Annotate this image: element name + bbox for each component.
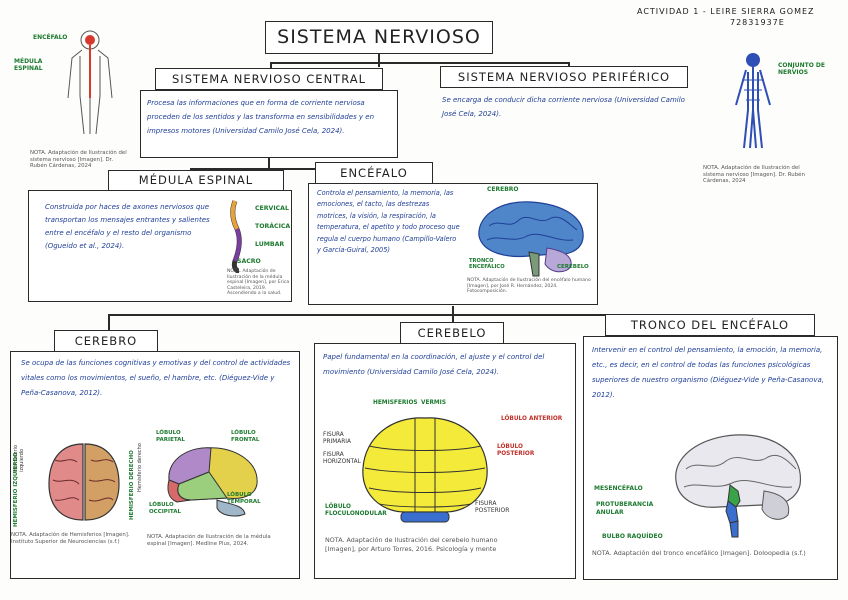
cerebro-note-2: NOTA. Adaptación de Ilustración de la mé… — [147, 534, 271, 547]
tronco-bulbo-label: BULBO RAQUÍDEO — [602, 533, 663, 540]
encefalo-label-cerebro: CEREBRO — [487, 186, 519, 193]
cerebellum-figure — [362, 417, 488, 523]
cerebro-text: Se ocupa de las funciones cognitivas y e… — [21, 359, 291, 397]
cerebro-title: CEREBRO — [54, 330, 158, 352]
connector — [270, 62, 570, 64]
cerebelo-text: Papel fundamental en la coordinación, el… — [323, 353, 545, 376]
human-pns-figure — [735, 53, 771, 149]
cerebelo-vermis-label: VERMIS — [421, 400, 447, 406]
cerebelo-hemisferios-label: HEMISFERIOS — [373, 400, 418, 406]
connector — [108, 314, 110, 330]
connector — [270, 62, 272, 70]
encefalo-box: Controla el pensamiento, la memoria, las… — [308, 183, 598, 305]
snc-text: Procesa las informaciones que en forma d… — [147, 99, 375, 135]
medula-box: Construida por haces de axones nerviosos… — [28, 190, 292, 302]
connector — [378, 53, 380, 67]
snc-encefalo-label: ENCÉFALO — [33, 34, 68, 41]
cerebelo-lobulo-posterior-label: LÓBULO POSTERIOR — [497, 444, 535, 457]
lobulo-frontal-label: LÓBULO FRONTAL — [231, 430, 260, 443]
connector — [108, 314, 713, 316]
cerebro-right-hemi-label: HEMISFERIO DERECHO — [129, 450, 135, 520]
medula-label-sacro: SACRO — [237, 258, 261, 265]
lobulo-parietal-label: LÓBULO PARIETAL — [156, 430, 185, 443]
spinal-cord-figure — [230, 200, 242, 273]
cerebelo-lobulo-anterior-label: LÓBULO ANTERIOR — [501, 416, 563, 422]
snp-text: Se encarga de conducir dicha corriente n… — [442, 96, 685, 118]
encefalo-brain-figure — [478, 201, 584, 277]
tronco-box: Intervenir en el control del pensamiento… — [583, 336, 838, 580]
cerebelo-note: NOTA. Adaptación de Ilustración del cere… — [325, 536, 498, 553]
cerebelo-fisura-posterior-label: FISURA POSTERIOR — [475, 500, 510, 514]
snc-box: Procesa las informaciones que en forma d… — [140, 90, 398, 158]
tronco-protuberancia-label: PROTUBERANCIA ANULAR — [596, 501, 654, 516]
cerebro-left-hemi-label: HEMISFERIO IZQUIERDO — [13, 452, 19, 527]
medula-label-lumbar: LUMBAR — [255, 241, 285, 248]
medula-label-cervical: CERVICAL — [255, 205, 289, 212]
connector — [268, 158, 270, 170]
cerebelo-title: CEREBELO — [400, 322, 504, 344]
cerebelo-fisura-horizontal-label: FISURA HORIZONTAL — [323, 452, 361, 465]
connector — [190, 168, 370, 170]
cerebro-note-1: NOTA. Adaptación de Hemisferios [Imagen]… — [11, 532, 130, 545]
snc-title: SISTEMA NERVIOSO CENTRAL — [155, 68, 383, 90]
lobulo-occipital-label: LÓBULO OCCIPITAL — [149, 502, 181, 515]
snc-figure-note: NOTA. Adaptación de Ilustración del sist… — [30, 150, 127, 169]
tronco-note: NOTA. Adaptación del tronco encefálico [… — [592, 549, 806, 557]
medula-text: Construida por haces de axones nerviosos… — [45, 203, 210, 250]
medula-label-toracica: TORÁCICA — [255, 223, 291, 230]
encefalo-label-tronco: TRONCO ENCEFÁLICO — [469, 258, 505, 270]
cerebro-vert-right-small: Hemisferio derecho — [137, 443, 143, 492]
snp-title: SISTEMA NERVIOSO PERIFÉRICO — [440, 66, 688, 88]
snp-figure-note: NOTA. Adaptación de Ilustración del sist… — [703, 165, 805, 184]
snp-nervios-label: CONJUNTO DE NERVIOS — [778, 62, 826, 76]
hemispheres-figure — [48, 443, 120, 521]
cerebro-box: Se ocupa de las funciones cognitivas y e… — [10, 351, 300, 579]
encefalo-label-cerebelo: CEREBELO — [557, 264, 589, 270]
tronco-mesencefalo-label: MESENCÉFALO — [594, 485, 643, 492]
tronco-text: Intervenir en el control del pensamiento… — [592, 346, 824, 399]
human-cns-figure — [67, 30, 113, 135]
encefalo-text: Controla el pensamiento, la memoria, las… — [317, 189, 460, 255]
tronco-title: TRONCO DEL ENCÉFALO — [605, 314, 815, 336]
medula-note: NOTA. Adaptación de Ilustración de la mé… — [227, 269, 290, 297]
encefalo-note: NOTA. Adaptación de Ilustración del encé… — [467, 278, 591, 295]
medula-title: MÉDULA ESPINAL — [108, 170, 284, 191]
brainstem-figure — [675, 434, 801, 538]
encefalo-title: ENCÉFALO — [315, 162, 433, 184]
snc-medula-label: MÉDULA ESPINAL — [14, 58, 43, 72]
cerebelo-box: Papel fundamental en la coordinación, el… — [314, 343, 576, 579]
author-name: ACTIVIDAD 1 - LEIRE SIERRA GOMEZ — [637, 7, 815, 16]
cerebelo-floculo-label: LÓBULO FLOCULONODULAR — [325, 504, 387, 517]
lobulo-temporal-label: LÓBULO TEMPORAL — [227, 492, 261, 505]
author-id: 72831937E — [730, 18, 785, 27]
cerebelo-fisura-primaria-label: FISURA PRIMARIA — [323, 432, 351, 445]
main-title: SISTEMA NERVIOSO — [265, 21, 493, 54]
lobes-figure — [167, 447, 258, 517]
